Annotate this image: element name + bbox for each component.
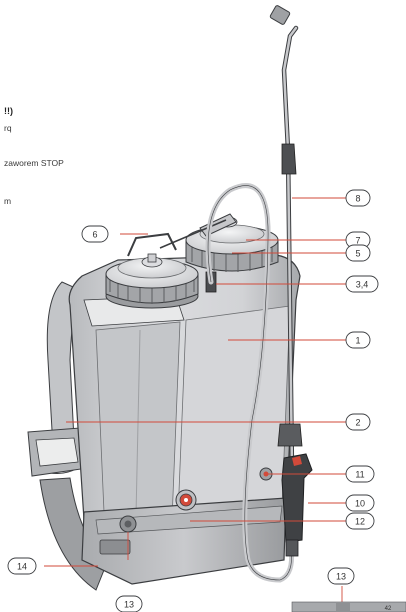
callout-2-label: 2 bbox=[355, 418, 360, 428]
callout-3-4: 3,4 bbox=[345, 275, 379, 293]
callout-13-base: 13 bbox=[115, 595, 143, 612]
callout-14-label: 14 bbox=[17, 562, 27, 572]
callout-11-label: 11 bbox=[355, 470, 364, 480]
inset-detail-text: 42 bbox=[385, 606, 392, 612]
callout-8: 8 bbox=[345, 189, 371, 207]
callout-10-label: 10 bbox=[355, 499, 365, 509]
tank-cap-back bbox=[185, 216, 279, 272]
text-fragment-2: rq bbox=[4, 123, 12, 133]
callout-8-label: 8 bbox=[355, 194, 360, 204]
callout-6-label: 6 bbox=[92, 230, 97, 240]
callout-14: 14 bbox=[7, 557, 37, 575]
callout-6: 6 bbox=[81, 225, 109, 243]
tank-base bbox=[81, 497, 287, 585]
callout-5: 5 bbox=[345, 244, 371, 262]
callout-5-label: 5 bbox=[355, 249, 360, 259]
tank-cap-front bbox=[105, 253, 199, 309]
callout-11: 11 bbox=[345, 465, 375, 483]
trigger-handle bbox=[281, 453, 313, 557]
callout-3-4-label: 3,4 bbox=[356, 280, 369, 290]
callout-13-base-label: 13 bbox=[124, 600, 134, 610]
inset-detail: 42 bbox=[291, 601, 406, 612]
callout-2: 2 bbox=[345, 413, 371, 431]
callout-1-label: 1 bbox=[355, 336, 360, 346]
callout-12: 12 bbox=[345, 512, 375, 530]
text-fragment-1: !!) bbox=[4, 106, 13, 116]
callout-lines bbox=[44, 197, 346, 604]
tank-body bbox=[68, 254, 301, 541]
text-fragment-4: m bbox=[4, 196, 12, 206]
text-fragment-3: zaworem STOP bbox=[4, 158, 64, 168]
pressure-gauge bbox=[175, 489, 197, 511]
callout-10: 10 bbox=[345, 494, 375, 512]
callout-12-label: 12 bbox=[355, 517, 365, 527]
callout-13-inset-label: 13 bbox=[336, 572, 346, 582]
spray-lance bbox=[269, 5, 303, 473]
callout-7-label: 7 bbox=[355, 236, 360, 246]
callout-13-inset: 13 bbox=[327, 567, 355, 585]
callout-1: 1 bbox=[345, 331, 371, 349]
